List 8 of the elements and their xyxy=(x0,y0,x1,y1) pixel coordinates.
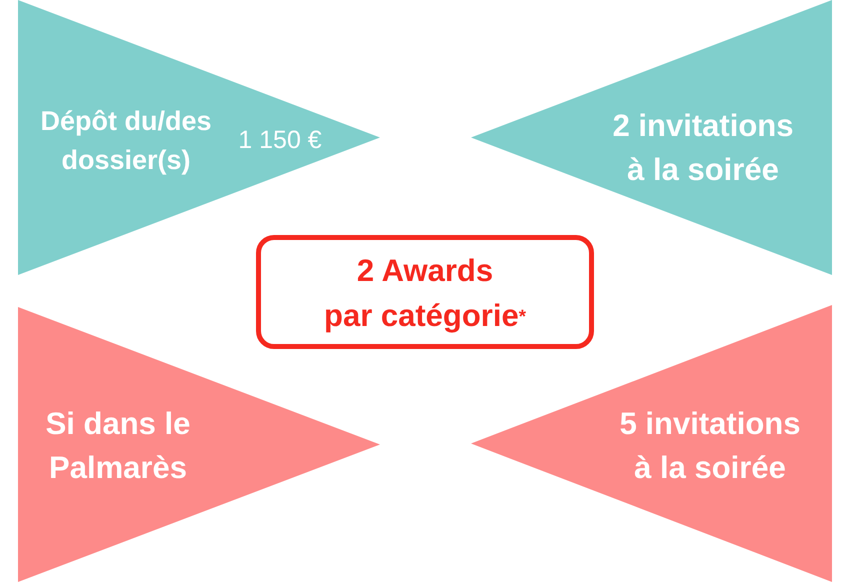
price-label: 1 150 € xyxy=(238,125,322,155)
step-label: Dépôt du/des dossier(s) xyxy=(40,105,212,177)
reward-label: 2 invitations à la soirée xyxy=(612,107,794,189)
reward-label: 5 invitations à la soirée xyxy=(620,405,800,487)
highlight-frame xyxy=(256,235,594,349)
condition-label: Si dans le Palmarès xyxy=(46,405,190,487)
triangle-banner xyxy=(18,307,380,582)
highlight-label: 2 Awards par catégorie$^{*}$ xyxy=(324,252,526,335)
